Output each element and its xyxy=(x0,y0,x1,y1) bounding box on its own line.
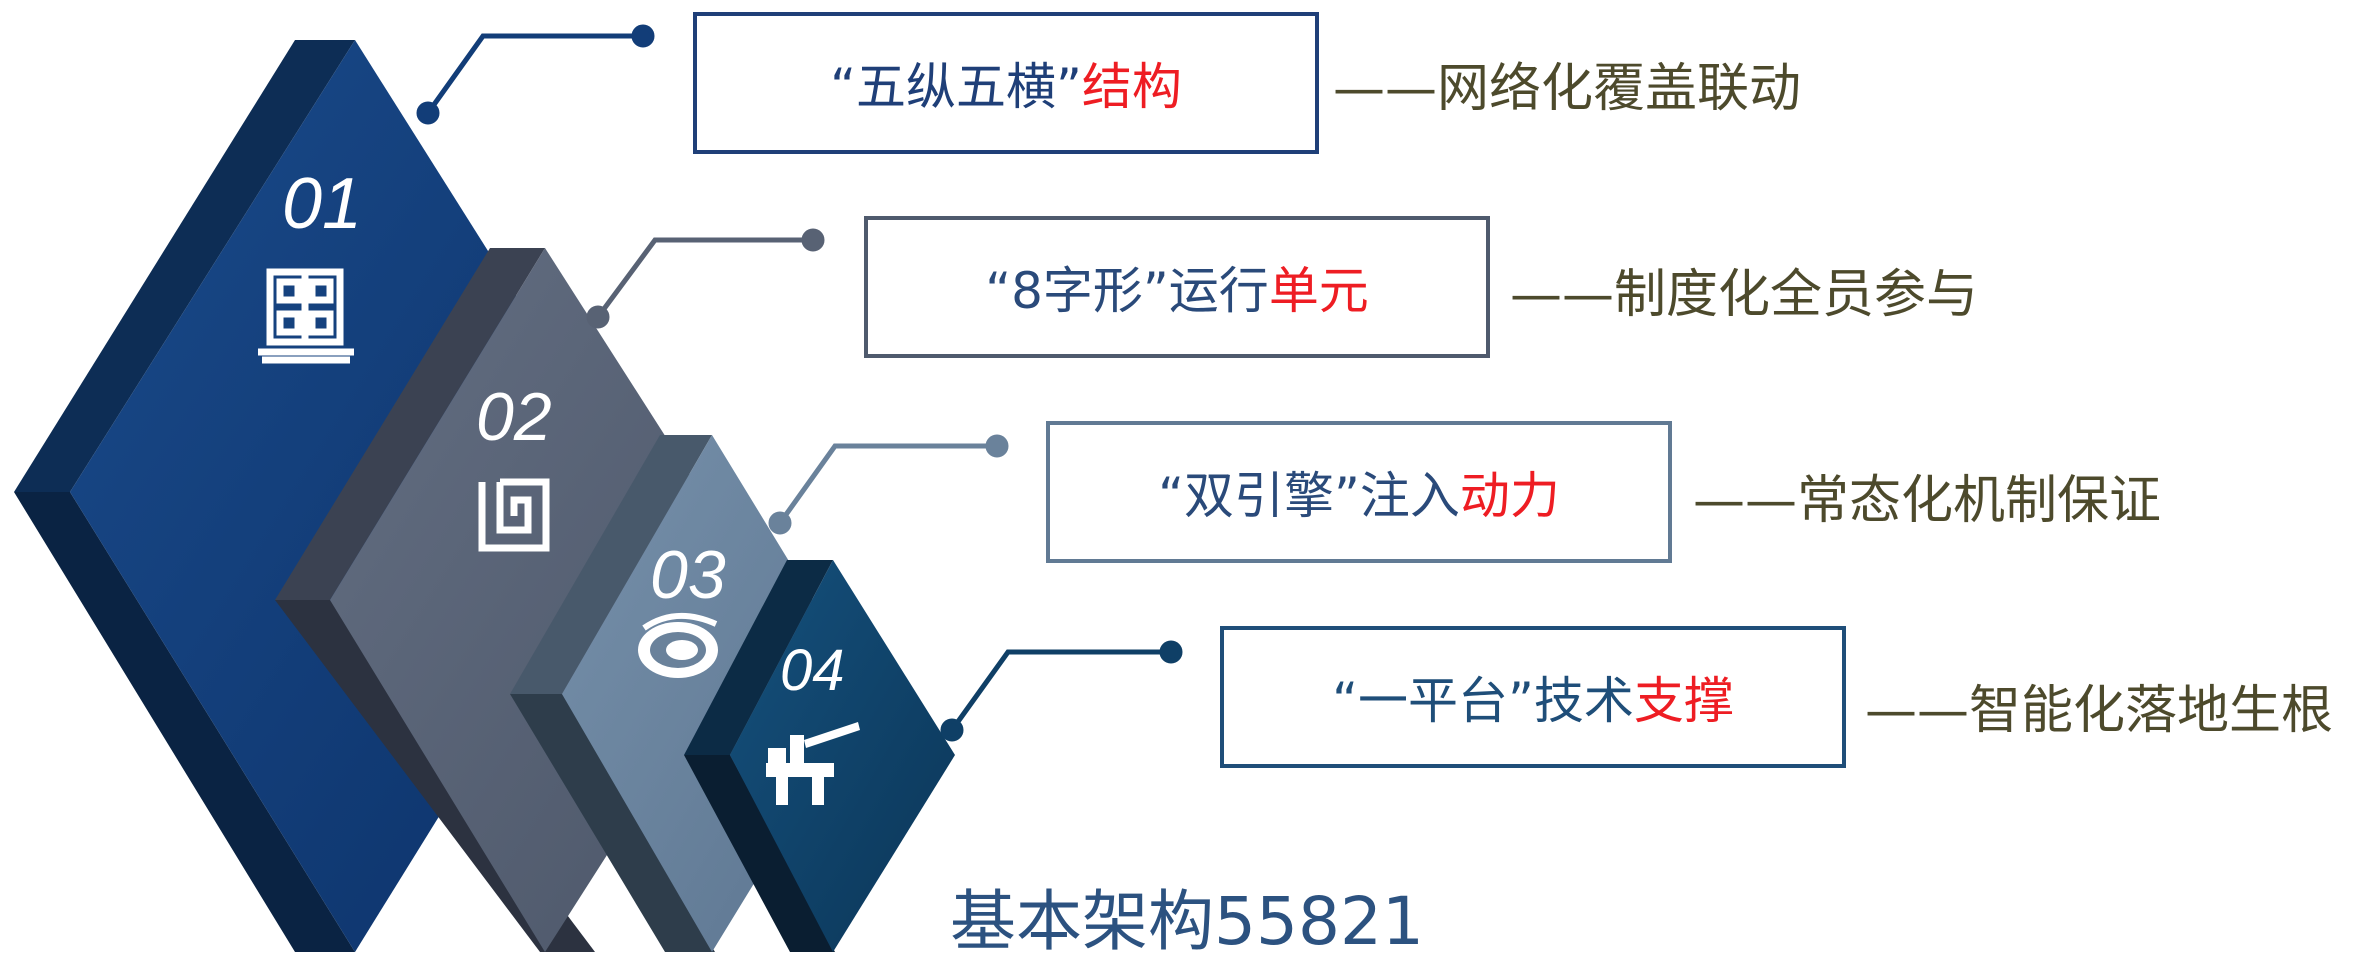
connector-02 xyxy=(586,228,825,329)
label-box-02: “8字形”运行单元 xyxy=(864,216,1490,358)
connector-03 xyxy=(768,434,1009,535)
label-box-04: “一平台”技术支撑 xyxy=(1220,626,1846,768)
label-main-02: “8字形”运行 xyxy=(985,262,1269,320)
connector-04 xyxy=(940,640,1183,742)
description-02: ——制度化全员参与 xyxy=(1510,265,1979,325)
tile-03-face xyxy=(562,435,870,952)
tile-01-number: 01 xyxy=(282,164,362,244)
tile-03-number: 03 xyxy=(650,537,726,613)
tile-03-side xyxy=(510,694,715,952)
label-highlight-04: 支撑 xyxy=(1633,672,1734,730)
tile-03-edge xyxy=(510,435,712,694)
tile-03 xyxy=(510,435,870,952)
swirl-engine-icon xyxy=(638,612,718,678)
label-main-04: “一平台”技术 xyxy=(1332,672,1634,730)
platform-rig-icon xyxy=(766,722,860,805)
label-main-03: “双引擎”注入 xyxy=(1158,467,1460,525)
description-04: ——智能化落地生根 xyxy=(1865,681,2334,741)
label-highlight-03: 动力 xyxy=(1459,467,1560,525)
description-01: ——网络化覆盖联动 xyxy=(1333,59,1802,119)
tile-04-side xyxy=(684,755,835,952)
tile-02-edge xyxy=(275,248,545,600)
tile-04-edge xyxy=(684,560,833,755)
tile-02-face xyxy=(330,248,770,952)
label-highlight-02: 单元 xyxy=(1268,262,1369,320)
seal-grid-icon xyxy=(258,268,354,364)
tile-04 xyxy=(684,560,955,952)
label-box-01: “五纵五横”结构 xyxy=(693,12,1319,154)
label-box-03: “双引擎”注入动力 xyxy=(1046,421,1672,563)
footer-caption: 基本架构55821 xyxy=(950,883,1424,960)
tile-02-number: 02 xyxy=(476,379,552,455)
label-highlight-01: 结构 xyxy=(1081,58,1182,116)
description-03: ——常态化机制保证 xyxy=(1693,471,2162,531)
spiral-square-icon xyxy=(478,478,550,552)
tile-01-edge xyxy=(14,40,355,492)
label-main-01: “五纵五横” xyxy=(830,58,1082,116)
tile-02 xyxy=(275,248,770,952)
tile-04-number: 04 xyxy=(780,638,845,703)
connector-01 xyxy=(416,24,655,125)
tile-04-face xyxy=(730,560,955,952)
tile-01-side xyxy=(14,492,355,952)
